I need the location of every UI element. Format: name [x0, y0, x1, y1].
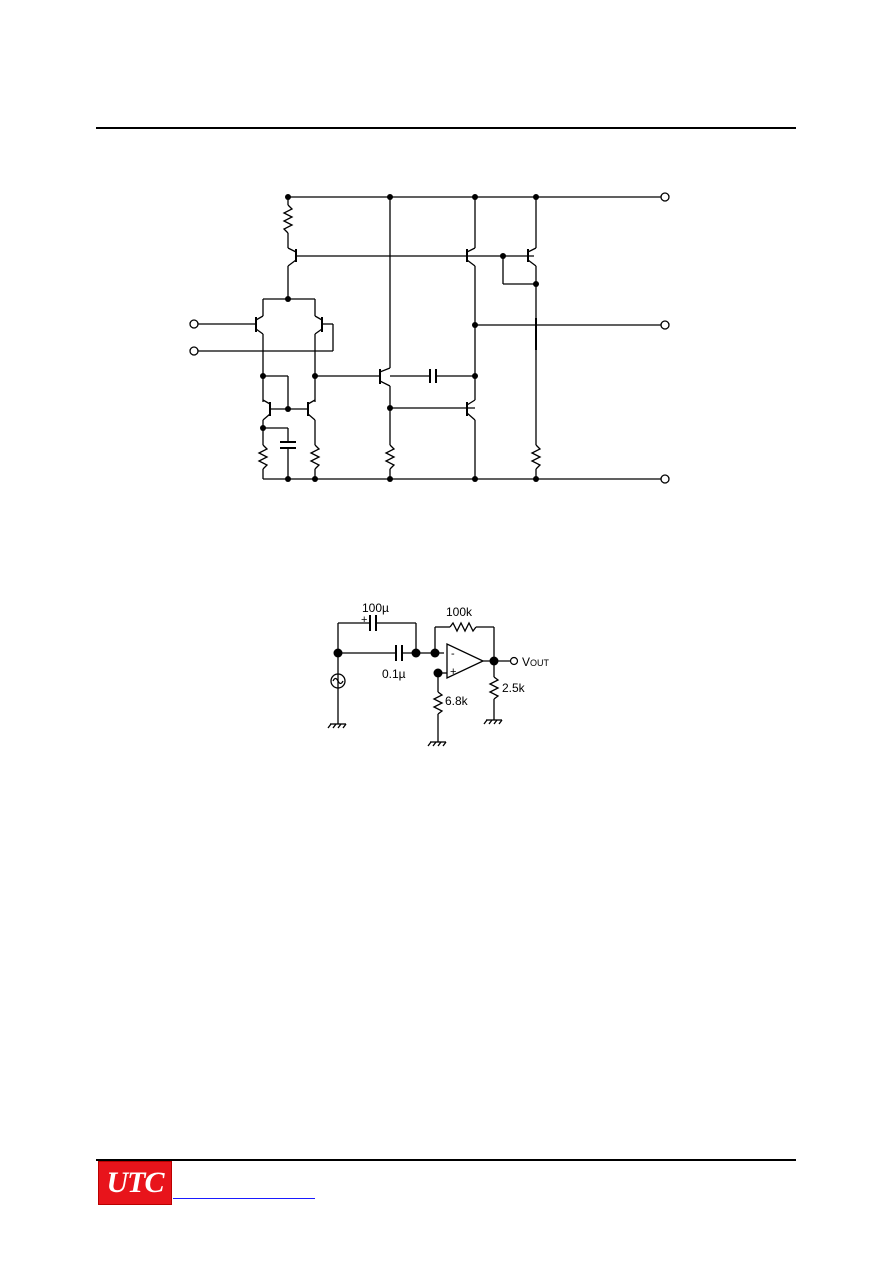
label-res-load: 2.5k: [502, 681, 526, 695]
label-cap-top: 100µ: [362, 601, 389, 615]
label-cap-mid: 0.1µ: [382, 667, 406, 681]
terminal-output: [660, 320, 670, 330]
resistor: [257, 444, 269, 470]
resistor-6.8k: [432, 691, 444, 715]
label-vout: VOUT: [522, 655, 550, 669]
resistor: [309, 444, 321, 470]
terminal-input-2: [189, 346, 199, 356]
utc-logo: UTC: [98, 1161, 172, 1205]
resistor-100k: [449, 621, 477, 633]
footer-rule: [96, 1159, 796, 1161]
terminal-input-1: [189, 319, 199, 329]
terminal-vcc: [660, 192, 670, 202]
terminal-gnd: [660, 474, 670, 484]
label-noninv: +: [450, 666, 456, 678]
label-inv: -: [451, 648, 455, 660]
logo-text: UTC: [106, 1166, 165, 1199]
schematic-nodes: [260, 194, 539, 482]
test-circuit: [327, 615, 510, 747]
label-res-feedback: 100k: [446, 605, 473, 619]
vout-terminal: [509, 656, 519, 666]
resistor: [384, 444, 396, 470]
test-circuit-nodes: [333, 648, 499, 678]
test-circuit-labels: 100µ + 0.1µ 100k 6.8k 2.5k - + VOUT: [361, 601, 550, 708]
label-res-ground: 6.8k: [445, 694, 469, 708]
op-amp: [446, 642, 485, 680]
label-cap-polarity: +: [361, 614, 367, 626]
schematic-terminals: [189, 192, 670, 484]
header-rule: [96, 127, 796, 129]
resistor-2.5k: [488, 676, 500, 700]
resistor: [530, 444, 542, 470]
signal-source-icon: [330, 673, 346, 689]
equivalent-schematic: [198, 196, 662, 480]
footer-link[interactable]: [173, 1180, 315, 1199]
resistor: [282, 204, 294, 234]
